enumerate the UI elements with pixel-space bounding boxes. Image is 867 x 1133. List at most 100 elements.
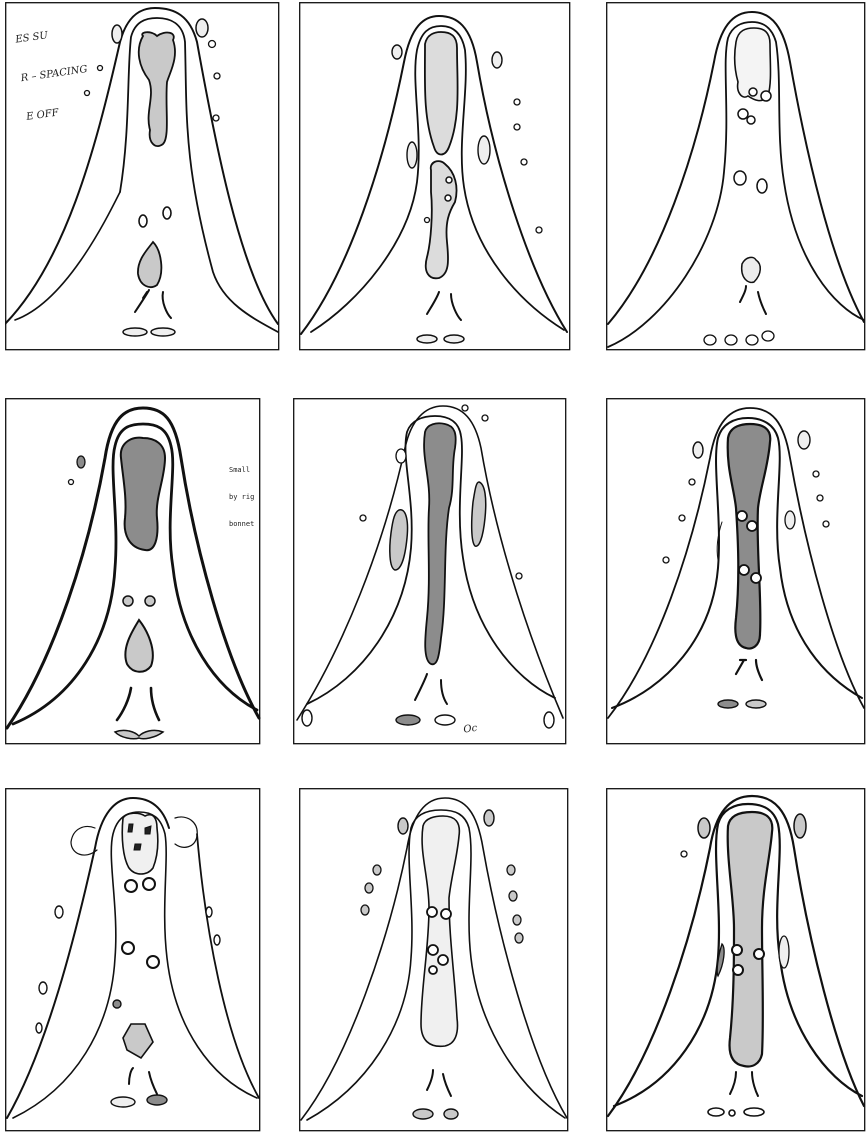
lateral-oval [478, 136, 490, 164]
sketch-panel-3 [606, 2, 867, 352]
ring-circle [429, 966, 437, 974]
bottom-circle [704, 335, 716, 345]
sketch-panel-5: Oc [293, 398, 567, 746]
ring-circle [147, 956, 159, 968]
note-line: by rig [229, 493, 254, 502]
bottom-circle [762, 331, 774, 341]
small-circle [817, 495, 823, 501]
ring-circle [438, 955, 448, 965]
ring-circle [739, 565, 749, 575]
small-oval [492, 52, 502, 68]
inner-circle [446, 177, 452, 183]
bottom-oval [147, 1095, 167, 1105]
bottom-oval [417, 335, 437, 343]
sketch-panel-7-drawing [5, 788, 261, 1133]
bottom-oval [396, 715, 420, 725]
sketch-panel-4-drawing [5, 398, 261, 746]
bottom-circle [725, 335, 737, 345]
paired-oval [734, 171, 746, 185]
sketch-panel-7 [5, 788, 261, 1133]
note-line: ES SU [15, 24, 83, 46]
paired-oval [757, 179, 767, 193]
small-oval [698, 818, 710, 838]
small-oval [36, 1023, 42, 1033]
small-circle [681, 851, 687, 857]
small-oval [77, 456, 85, 468]
small-circle [663, 557, 669, 563]
sketch-panel-6 [606, 398, 867, 746]
note-line: R – SPACING [20, 63, 88, 85]
bottom-oval [746, 700, 766, 708]
small-oval [693, 442, 703, 458]
sketch-panel-8-drawing [299, 788, 569, 1133]
small-circle [214, 73, 220, 79]
small-circle [98, 66, 103, 71]
small-oval [398, 818, 408, 834]
small-oval [361, 905, 369, 915]
paired-circle [145, 596, 155, 606]
sketch-panel-2 [299, 2, 571, 352]
bottom-oval [444, 335, 464, 343]
ring-circle [441, 909, 451, 919]
sketch-panel-8 [299, 788, 569, 1133]
sketch-panel-9 [606, 788, 867, 1133]
small-circle [679, 515, 685, 521]
ring-circle [428, 945, 438, 955]
small-circle [689, 479, 695, 485]
bottom-oval [151, 328, 175, 336]
ring-circle [122, 942, 134, 954]
small-oval [507, 865, 515, 875]
typed-note: Small by rig bonnet [229, 448, 254, 547]
small-circle [462, 405, 468, 411]
sketch-panel-9-drawing [606, 788, 867, 1133]
sketch-panel-6-drawing [606, 398, 867, 746]
small-oval [112, 25, 122, 43]
sketch-panel-4: Small by rig bonnet [5, 398, 261, 746]
ring-circle [747, 116, 755, 124]
small-circle [209, 41, 216, 48]
small-oval [515, 933, 523, 943]
paired-circle [123, 596, 133, 606]
note-line: E OFF [25, 102, 93, 124]
note-line: bonnet [229, 520, 254, 529]
ring-circle [749, 88, 757, 96]
small-circle [69, 480, 74, 485]
ring-circle [754, 949, 764, 959]
bottom-oval [413, 1109, 433, 1119]
ring-circle [737, 511, 747, 521]
corner-oval [544, 712, 554, 728]
ring-circle [733, 965, 743, 975]
paired-oval [139, 215, 147, 227]
small-oval [392, 45, 402, 59]
small-circle [813, 471, 819, 477]
small-oval [55, 906, 63, 918]
bottom-circle [729, 1110, 735, 1116]
small-oval [509, 891, 517, 901]
ring-circle [125, 880, 137, 892]
small-circle [521, 159, 527, 165]
bottom-oval [444, 1109, 458, 1119]
bottom-oval [708, 1108, 724, 1116]
small-oval [365, 883, 373, 893]
bottom-oval [435, 715, 455, 725]
small-oval [513, 915, 521, 925]
small-oval [798, 431, 810, 449]
small-circle [536, 227, 542, 233]
ring-circle [738, 109, 748, 119]
sketch-panel-1: ES SU R – SPACING E OFF [5, 2, 281, 352]
small-oval [214, 935, 220, 945]
bottom-oval [123, 328, 147, 336]
small-oval [396, 449, 406, 463]
small-circle [482, 415, 488, 421]
ring-circle [747, 521, 757, 531]
ring-circle [143, 878, 155, 890]
small-dark-circle [113, 1000, 121, 1008]
ring-circle [732, 945, 742, 955]
small-oval [39, 982, 47, 994]
small-oval [484, 810, 494, 826]
bottom-oval [111, 1097, 135, 1107]
corner-oval [302, 710, 312, 726]
note-line: Small [229, 466, 254, 475]
lateral-oval [407, 142, 417, 168]
lateral-oval [785, 511, 795, 529]
